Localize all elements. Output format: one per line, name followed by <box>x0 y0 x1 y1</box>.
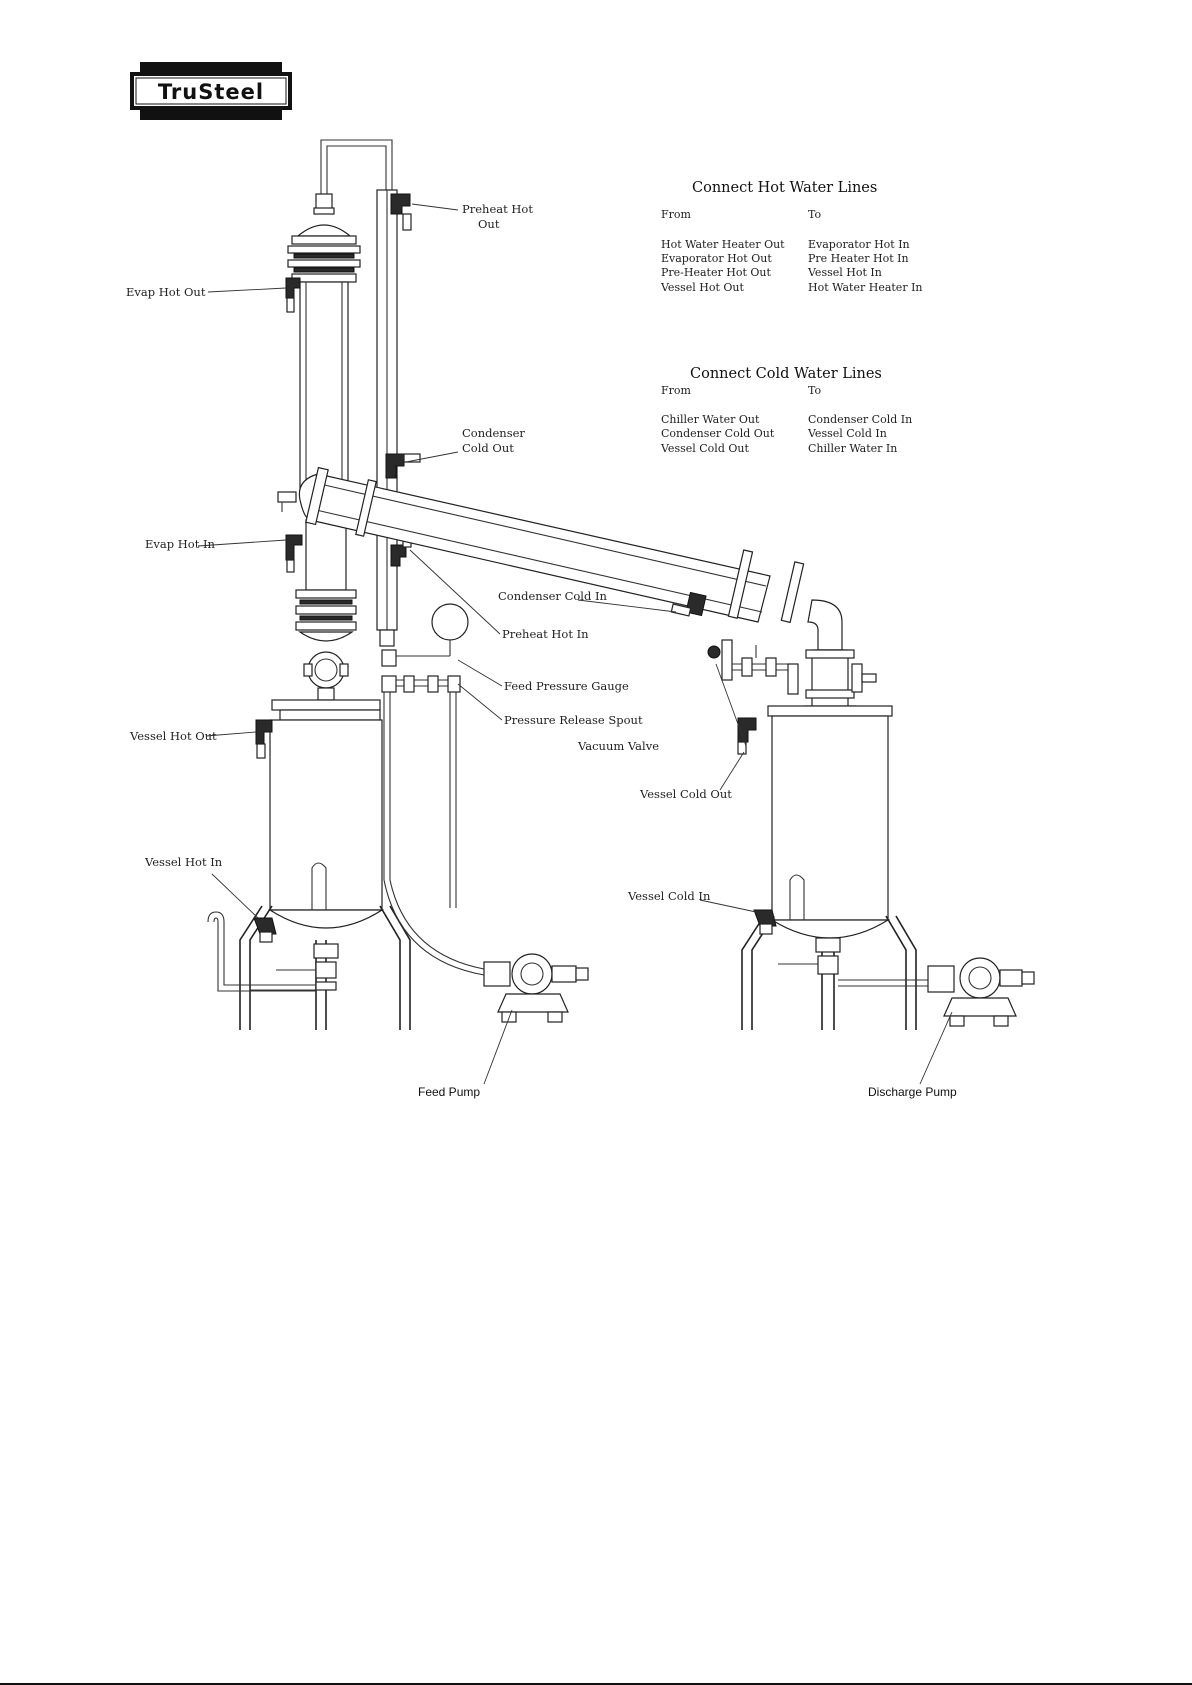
label-vessel-cold-out: Vessel Cold Out <box>639 787 732 801</box>
logo-text: TruSteel <box>158 80 264 104</box>
cold-row-1-from: Condenser Cold Out <box>661 427 775 440</box>
cold-water-from-header: From <box>661 384 692 397</box>
trusteel-logo: TruSteel <box>130 62 292 120</box>
hot-water-table: Connect Hot Water Lines From To Hot Wate… <box>660 180 923 294</box>
hot-row-1-from: Evaporator Hot Out <box>661 252 772 265</box>
label-feed-pressure-gauge: Feed Pressure Gauge <box>504 679 629 693</box>
feed-pump <box>483 953 589 1023</box>
condenser <box>277 466 805 624</box>
label-preheat-hot-in: Preheat Hot In <box>502 627 589 641</box>
hot-row-1-to: Pre Heater Hot In <box>808 252 909 265</box>
hot-row-2-from: Pre-Heater Hot Out <box>661 266 771 279</box>
label-condenser-cold-in: Condenser Cold In <box>498 589 608 603</box>
hot-row-3-to: Hot Water Heater In <box>808 281 923 294</box>
label-discharge-pump: Discharge Pump <box>868 1085 957 1099</box>
cold-water-table: Connect Cold Water Lines From To Chiller… <box>660 366 912 455</box>
cold-row-0-from: Chiller Water Out <box>661 413 760 426</box>
label-vessel-cold-in: Vessel Cold In <box>627 889 711 903</box>
cold-row-2-to: Chiller Water In <box>808 442 897 455</box>
cold-row-1-to: Vessel Cold In <box>807 427 887 440</box>
label-preheat-hot-out-2: Out <box>478 217 500 231</box>
label-evap-hot-in: Evap Hot In <box>145 537 216 551</box>
page-bottom-border <box>0 1683 1192 1685</box>
component-labels: Preheat Hot Out Evap Hot Out Condenser C… <box>126 202 957 1099</box>
gauge-assembly <box>381 603 485 976</box>
cold-water-to-header: To <box>808 384 821 397</box>
hot-row-0-to: Evaporator Hot In <box>808 238 910 251</box>
label-feed-pump: Feed Pump <box>418 1085 480 1099</box>
leader-lines <box>197 203 953 1085</box>
label-condenser-cold-out-2: Cold Out <box>462 441 514 455</box>
label-preheat-hot-out-1: Preheat Hot <box>462 202 533 216</box>
hot-water-title: Connect Hot Water Lines <box>692 180 877 196</box>
hot-water-from-header: From <box>661 208 692 221</box>
hot-row-0-from: Hot Water Heater Out <box>661 238 785 251</box>
label-vessel-hot-out: Vessel Hot Out <box>129 729 217 743</box>
hot-row-3-from: Vessel Hot Out <box>660 281 744 294</box>
cold-row-0-to: Condenser Cold In <box>808 413 912 426</box>
vacuum-valve-assembly <box>707 639 877 695</box>
left-vessel <box>207 699 411 1030</box>
label-evap-hot-out: Evap Hot Out <box>126 285 206 299</box>
top-pipe-loop <box>313 139 393 215</box>
label-pressure-release-spout: Pressure Release Spout <box>504 713 643 727</box>
receiver-elbow <box>803 599 857 715</box>
right-vessel <box>737 705 928 1030</box>
label-vacuum-valve: Vacuum Valve <box>577 739 659 753</box>
cold-water-title: Connect Cold Water Lines <box>690 366 882 382</box>
hot-row-2-to: Vessel Hot In <box>807 266 882 279</box>
discharge-pump <box>927 957 1035 1027</box>
cold-row-2-from: Vessel Cold Out <box>660 442 749 455</box>
hot-water-to-header: To <box>808 208 821 221</box>
evaporator-column <box>285 224 361 701</box>
label-vessel-hot-in: Vessel Hot In <box>144 855 223 869</box>
preheat-tube <box>376 189 421 647</box>
label-condenser-cold-out-1: Condenser <box>462 426 525 440</box>
